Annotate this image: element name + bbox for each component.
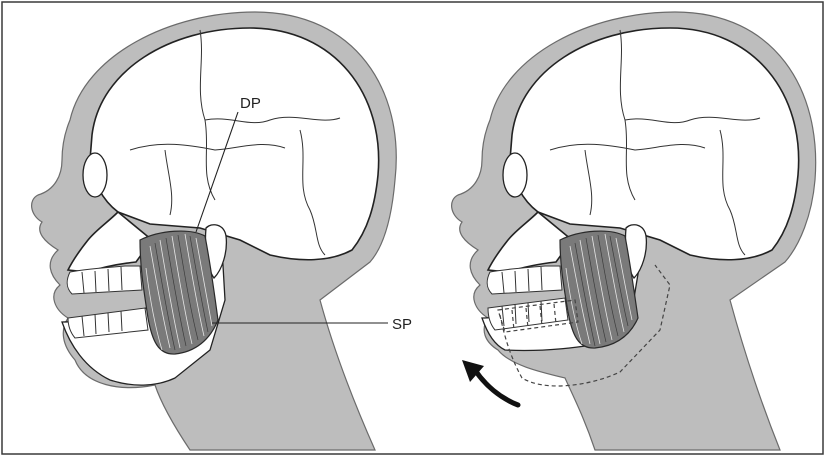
right-orbit [503,153,527,197]
left-head: DP SP [32,12,412,450]
dp-label: DP [240,95,261,112]
rotation-arrow [475,370,518,405]
sp-label: SP [392,316,412,333]
left-upper-teeth [67,266,142,294]
right-head [452,12,816,450]
left-orbit [83,153,107,197]
right-upper-teeth [487,266,562,294]
